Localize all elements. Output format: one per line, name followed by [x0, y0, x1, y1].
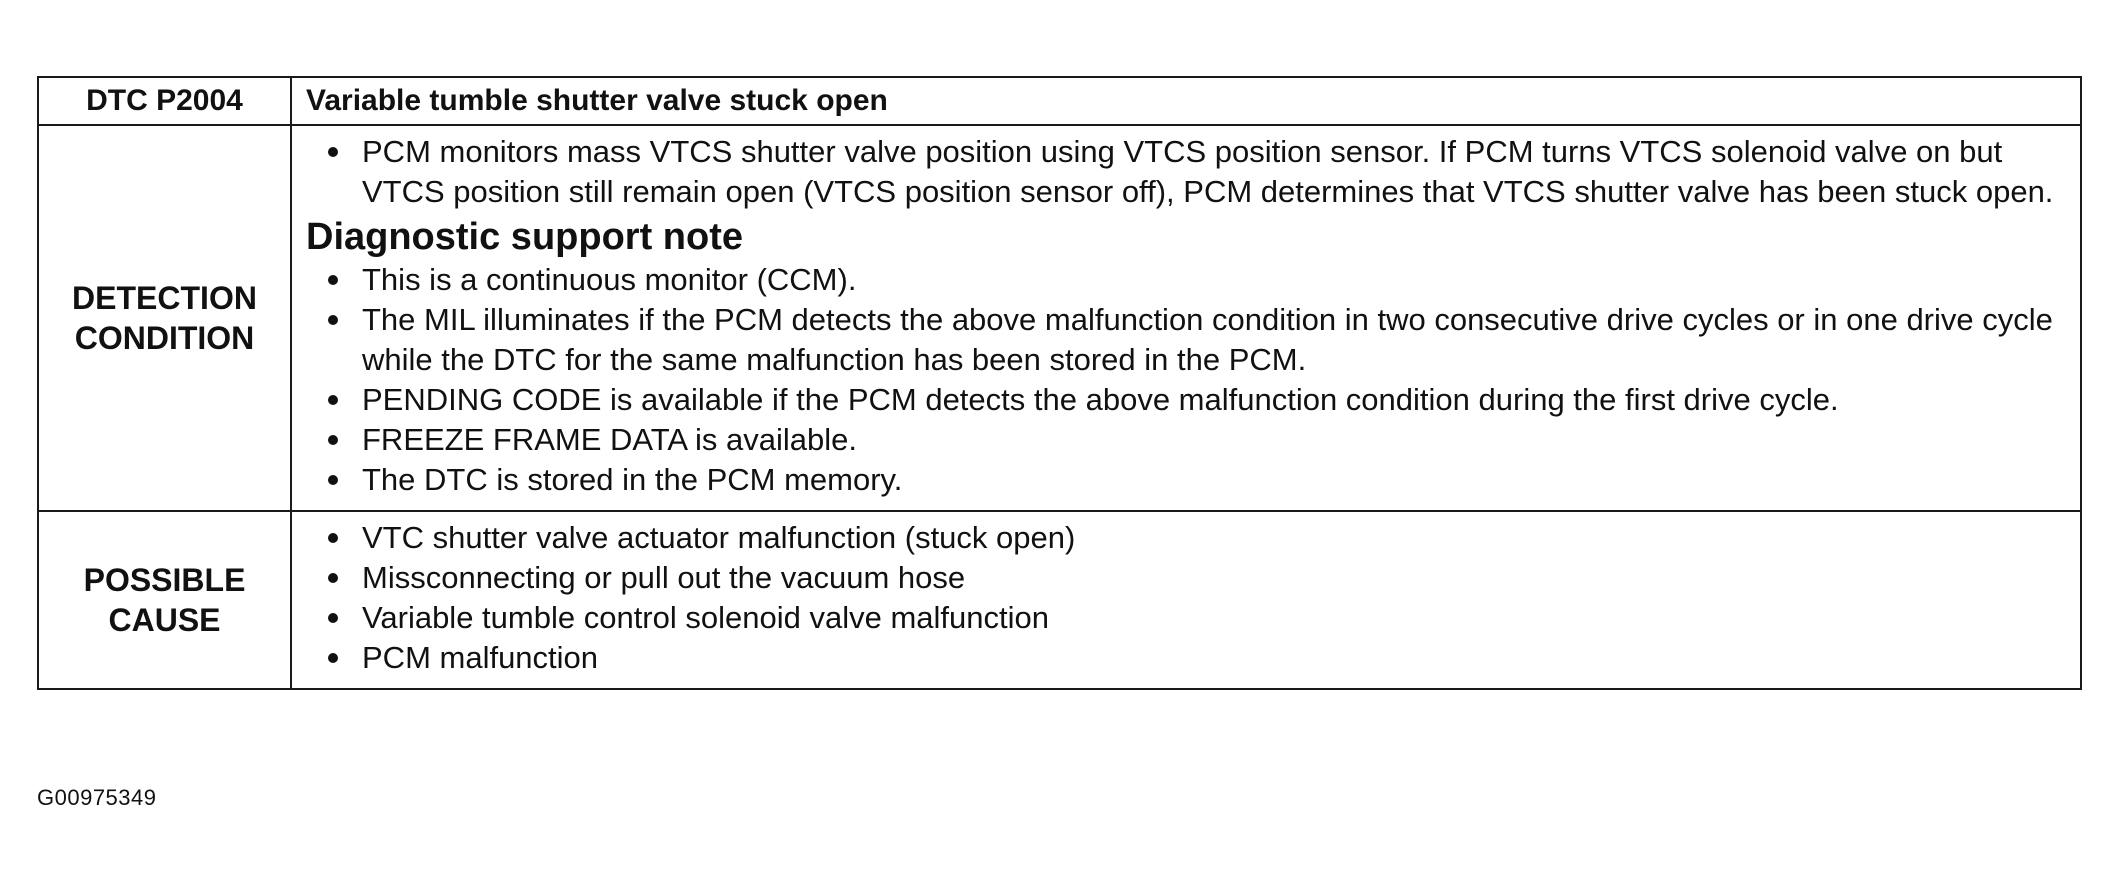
possible-cause-content: VTC shutter valve actuator malfunction (…: [290, 510, 2082, 690]
list-item: PENDING CODE is available if the PCM det…: [306, 380, 2064, 420]
list-item: The DTC is stored in the PCM memory.: [306, 460, 2064, 500]
list-item: PCM malfunction: [306, 638, 2064, 678]
dtc-title: Variable tumble shutter valve stuck open: [290, 76, 2082, 126]
detection-label-line2: CONDITION: [74, 320, 255, 356]
list-item: PCM monitors mass VTCS shutter valve pos…: [306, 132, 2064, 212]
dtc-table: DTC P2004 Variable tumble shutter valve …: [37, 76, 2082, 690]
diagnostic-support-note-heading: Diagnostic support note: [306, 216, 743, 258]
possible-cause-label: POSSIBLE CAUSE: [37, 510, 292, 690]
header-row: DTC P2004 Variable tumble shutter valve …: [37, 76, 2082, 126]
possible-cause-list: VTC shutter valve actuator malfunction (…: [306, 518, 2064, 678]
detection-intro-list: PCM monitors mass VTCS shutter valve pos…: [306, 132, 2064, 212]
list-item: Missconnecting or pull out the vacuum ho…: [306, 558, 2064, 598]
list-item: The MIL illuminates if the PCM detects t…: [306, 300, 2064, 380]
dtc-code: DTC P2004: [37, 76, 292, 126]
list-item: Variable tumble control solenoid valve m…: [306, 598, 2064, 638]
figure-id: G00975349: [37, 785, 157, 810]
list-item: VTC shutter valve actuator malfunction (…: [306, 518, 2064, 558]
cause-label-line1: POSSIBLE: [83, 562, 246, 598]
detection-condition-content: PCM monitors mass VTCS shutter valve pos…: [290, 124, 2082, 512]
cause-label-line2: CAUSE: [108, 602, 221, 638]
list-item: FREEZE FRAME DATA is available.: [306, 420, 2064, 460]
detection-label-line1: DETECTION: [72, 280, 257, 316]
list-item: This is a continuous monitor (CCM).: [306, 260, 2064, 300]
possible-cause-row: POSSIBLE CAUSE VTC shutter valve actuato…: [37, 510, 2082, 690]
diagnostic-notes-list: This is a continuous monitor (CCM). The …: [306, 260, 2064, 500]
detection-condition-label: DETECTION CONDITION: [37, 124, 292, 512]
detection-condition-row: DETECTION CONDITION PCM monitors mass VT…: [37, 124, 2082, 512]
